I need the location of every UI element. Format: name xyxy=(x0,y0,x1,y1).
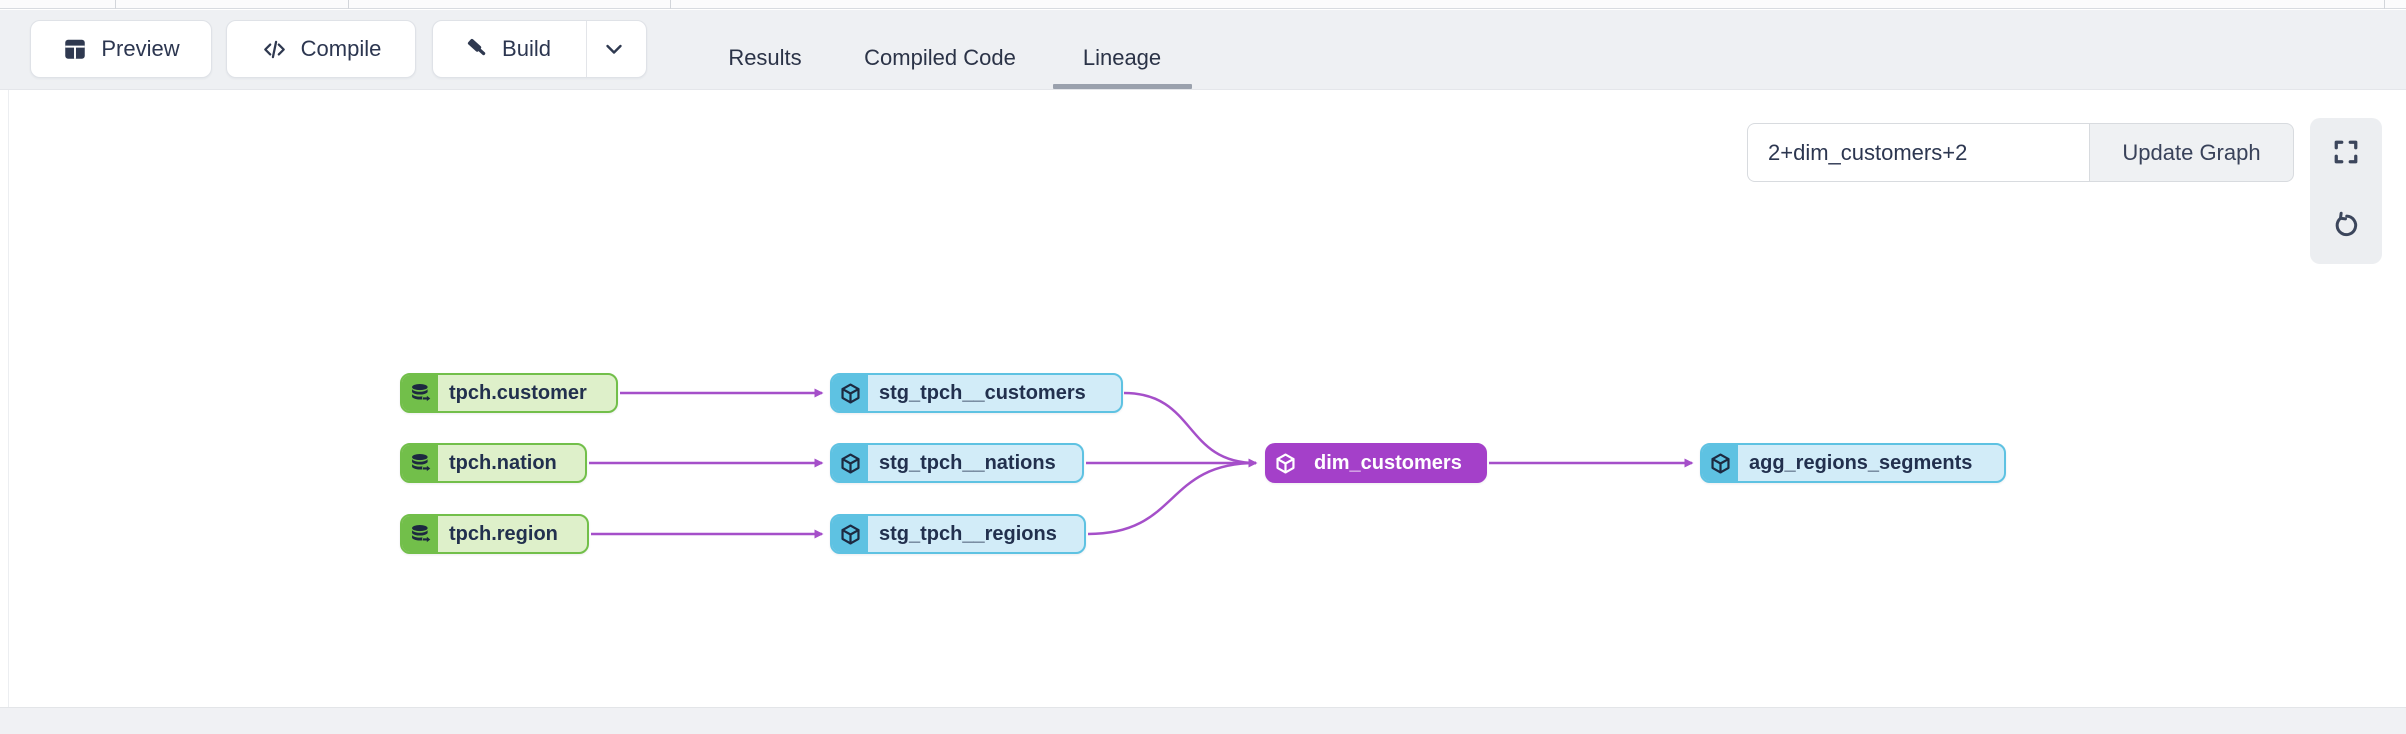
build-button-label: Build xyxy=(502,36,551,61)
tab-lineage-label: Lineage xyxy=(1082,45,1162,70)
preview-button[interactable]: Preview xyxy=(30,20,212,78)
lineage-node-tpch.region[interactable]: tpch.region xyxy=(400,514,589,554)
tab-compiled-code[interactable]: Compiled Code xyxy=(856,38,1024,78)
compile-button[interactable]: Compile xyxy=(226,20,416,78)
active-tab-indicator xyxy=(1053,84,1192,89)
cube-icon xyxy=(1267,445,1303,481)
lineage-node-stg_tpch__nations[interactable]: stg_tpch__nations xyxy=(830,443,1084,483)
code-icon xyxy=(261,36,288,63)
lineage-node-tpch.customer[interactable]: tpch.customer xyxy=(400,373,618,413)
tab-divider xyxy=(670,0,671,9)
table-icon xyxy=(62,36,88,62)
chevron-down-icon xyxy=(602,37,626,61)
lineage-canvas[interactable]: tpch.customer tpch.nation tpch.region st… xyxy=(0,90,2406,707)
lineage-node-label: stg_tpch__regions xyxy=(879,522,1057,545)
lineage-node-label: tpch.nation xyxy=(449,451,557,474)
tab-compiled-code-label: Compiled Code xyxy=(864,45,1016,70)
lineage-node-label: tpch.region xyxy=(449,522,558,545)
graph-controls-panel xyxy=(2310,118,2382,264)
lineage-node-label: stg_tpch__nations xyxy=(879,451,1056,474)
lineage-node-agg_regions_segments[interactable]: agg_regions_segments xyxy=(1700,443,2006,483)
tab-divider xyxy=(2384,0,2385,9)
lineage-node-label: dim_customers xyxy=(1314,451,1462,474)
lineage-node-label: agg_regions_segments xyxy=(1749,451,1973,474)
tab-results-label: Results xyxy=(728,45,802,70)
tab-divider xyxy=(348,0,349,9)
hammer-icon xyxy=(463,36,489,62)
update-graph-button[interactable]: Update Graph xyxy=(2089,123,2294,182)
pane-divider xyxy=(8,90,9,707)
cube-icon xyxy=(832,445,868,481)
model-selector-input[interactable] xyxy=(1747,123,2089,182)
cube-icon xyxy=(832,375,868,411)
lineage-node-dim_customers[interactable]: dim_customers xyxy=(1265,443,1487,483)
build-button[interactable]: Build xyxy=(437,21,573,77)
fullscreen-button[interactable] xyxy=(2310,118,2382,191)
database-icon xyxy=(402,445,438,481)
lineage-node-label: tpch.customer xyxy=(449,381,587,404)
lineage-node-tpch.nation[interactable]: tpch.nation xyxy=(400,443,587,483)
tab-results[interactable]: Results xyxy=(713,38,817,78)
lineage-node-stg_tpch__customers[interactable]: stg_tpch__customers xyxy=(830,373,1123,413)
build-dropdown-button[interactable] xyxy=(585,21,642,77)
database-icon xyxy=(402,375,438,411)
tab-lineage[interactable]: Lineage xyxy=(1068,38,1176,78)
database-icon xyxy=(402,516,438,552)
toolbar: Preview Compile xyxy=(0,10,2406,90)
cube-icon xyxy=(832,516,868,552)
lineage-node-stg_tpch__regions[interactable]: stg_tpch__regions xyxy=(830,514,1086,554)
tab-divider xyxy=(115,0,116,9)
cube-icon xyxy=(1702,445,1738,481)
reset-icon xyxy=(2331,210,2361,245)
update-graph-label: Update Graph xyxy=(2122,139,2261,165)
lineage-node-label: stg_tpch__customers xyxy=(879,381,1086,404)
build-split-button: Build xyxy=(432,20,647,78)
lineage-node-layer: tpch.customer tpch.nation tpch.region st… xyxy=(0,90,2406,707)
compile-button-label: Compile xyxy=(300,36,382,61)
lineage-selector: Update Graph xyxy=(1747,123,2294,182)
fullscreen-icon xyxy=(2331,137,2361,172)
statusbar-edge xyxy=(0,707,2406,734)
reset-view-button[interactable] xyxy=(2310,191,2382,264)
preview-button-label: Preview xyxy=(101,36,180,61)
file-tabbar-edge xyxy=(0,0,2406,9)
